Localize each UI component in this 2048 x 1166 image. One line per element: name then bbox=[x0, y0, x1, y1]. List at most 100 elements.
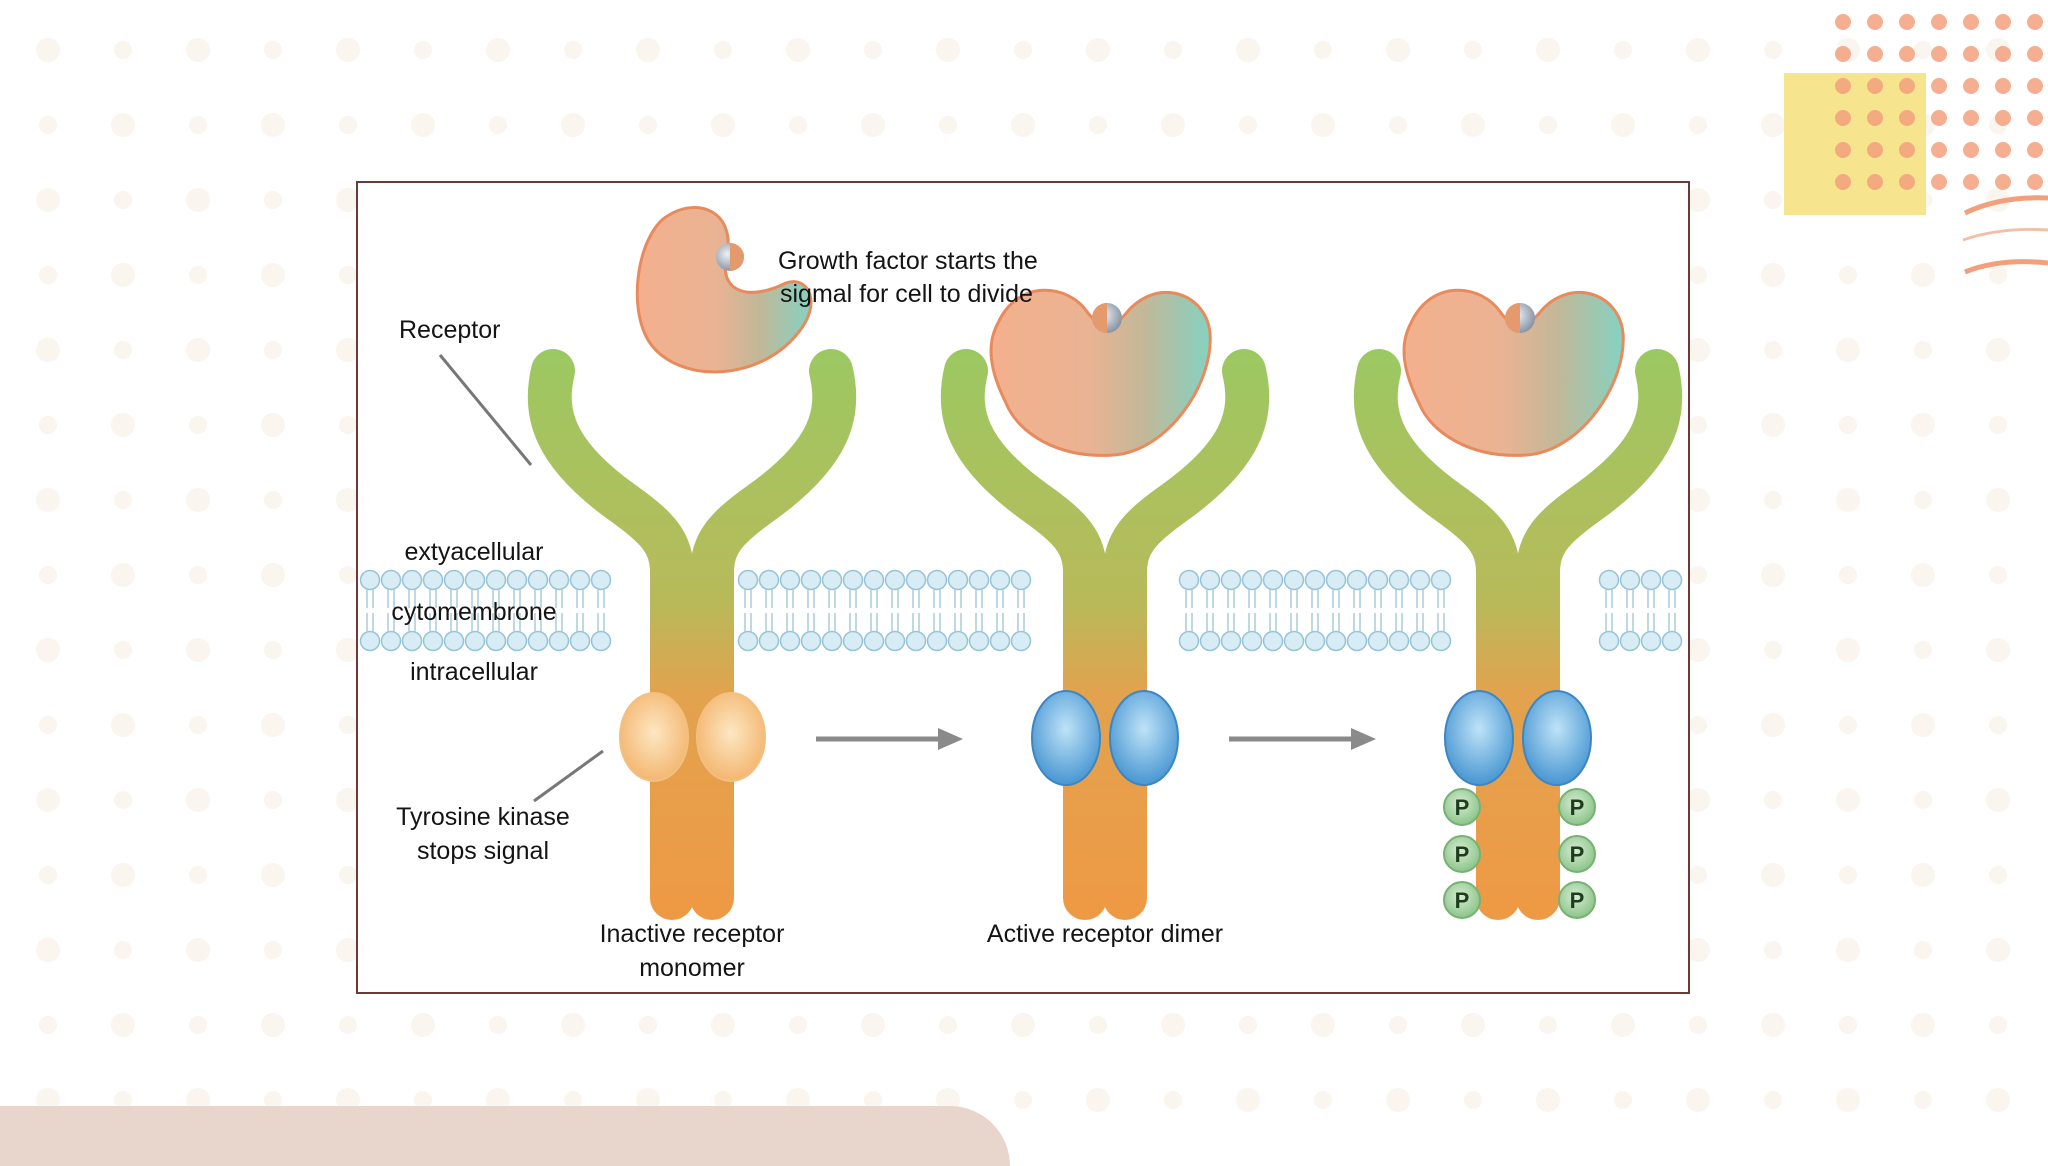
background-dot bbox=[1911, 413, 1935, 437]
background-dot bbox=[36, 788, 60, 812]
background-dot bbox=[339, 1016, 357, 1034]
phospholipid-head bbox=[527, 569, 549, 591]
bound-growth-factor-ligand bbox=[989, 288, 1212, 457]
orange-dot bbox=[1995, 78, 2011, 94]
tyrosine-kinase-domain bbox=[1444, 690, 1514, 786]
phosphate-group: P bbox=[1443, 788, 1481, 826]
background-dot bbox=[186, 188, 210, 212]
growth-factor-label-line1: Growth factor starts the bbox=[778, 247, 1038, 275]
orange-dot bbox=[1835, 14, 1851, 30]
orange-dot bbox=[1931, 110, 1947, 126]
phospholipid-head bbox=[779, 569, 801, 591]
background-dot bbox=[1989, 566, 2007, 584]
background-dot bbox=[1239, 1016, 1257, 1034]
phospholipid-head bbox=[1283, 569, 1305, 591]
phospholipid-head bbox=[1640, 569, 1662, 591]
background-dot bbox=[1689, 266, 1707, 284]
background-dot bbox=[336, 338, 360, 362]
phospholipid-head bbox=[842, 630, 864, 652]
background-dot bbox=[114, 341, 132, 359]
phospholipid-head bbox=[800, 630, 822, 652]
background-dot bbox=[39, 566, 57, 584]
background-dot bbox=[1836, 938, 1860, 962]
orange-dot bbox=[1867, 78, 1883, 94]
phospholipid-head bbox=[443, 569, 465, 591]
phosphorylated-dimer-group: P P P P P P bbox=[1353, 288, 1683, 920]
background-dot bbox=[1839, 416, 1857, 434]
phospholipid-head bbox=[1241, 569, 1263, 591]
background-dot bbox=[1989, 266, 2007, 284]
phospholipid-head bbox=[359, 569, 381, 591]
phospholipid-head bbox=[842, 569, 864, 591]
background-dot bbox=[561, 113, 585, 137]
background-dot bbox=[1686, 1088, 1710, 1112]
phospholipid-head bbox=[1010, 630, 1032, 652]
background-dot bbox=[261, 1013, 285, 1037]
background-dot bbox=[1761, 413, 1785, 437]
background-dot bbox=[1836, 638, 1860, 662]
phospholipid-head bbox=[968, 630, 990, 652]
background-dot bbox=[1086, 38, 1110, 62]
growth-factor-ball-highlight bbox=[730, 243, 744, 271]
background-dot bbox=[111, 863, 135, 887]
background-dot bbox=[1761, 563, 1785, 587]
background-dot bbox=[336, 638, 360, 662]
phospholipid-head bbox=[737, 569, 759, 591]
background-dot bbox=[1536, 1088, 1560, 1112]
background-dot bbox=[1839, 266, 1857, 284]
background-dot bbox=[714, 1091, 732, 1109]
orange-dot bbox=[1899, 46, 1915, 62]
phospholipid-head bbox=[422, 569, 444, 591]
orange-dot bbox=[1995, 142, 2011, 158]
phospholipid-head bbox=[1388, 630, 1410, 652]
background-dot bbox=[1914, 341, 1932, 359]
diagram-frame: P P P P P P bbox=[356, 181, 1690, 994]
intracellular-label: intracellular bbox=[410, 658, 538, 686]
background-dot bbox=[261, 413, 285, 437]
active-dimer-group bbox=[940, 288, 1270, 920]
background-dot bbox=[186, 488, 210, 512]
phospholipid-head bbox=[1619, 630, 1641, 652]
background-dot bbox=[111, 413, 135, 437]
background-dot bbox=[39, 1016, 57, 1034]
inactive-receptor-group bbox=[527, 206, 857, 920]
background-dot bbox=[1986, 788, 2010, 812]
background-dot bbox=[264, 341, 282, 359]
transition-arrow bbox=[816, 728, 963, 750]
growth-factor-ball-highlight bbox=[1092, 303, 1107, 333]
orange-dot bbox=[1995, 14, 2011, 30]
background-dot bbox=[264, 941, 282, 959]
orange-dot bbox=[1899, 174, 1915, 190]
background-dot bbox=[1761, 113, 1785, 137]
phospholipid-head bbox=[905, 569, 927, 591]
extracellular-label: extyacellular bbox=[405, 538, 544, 566]
background-dot bbox=[1761, 863, 1785, 887]
background-dot bbox=[186, 638, 210, 662]
orange-dot bbox=[1867, 174, 1883, 190]
orange-dot bbox=[1867, 142, 1883, 158]
background-dot bbox=[564, 1091, 582, 1109]
phospholipid-head bbox=[1220, 630, 1242, 652]
orange-dot bbox=[1867, 110, 1883, 126]
phospholipid-head bbox=[1178, 569, 1200, 591]
background-dot bbox=[1689, 866, 1707, 884]
phospholipid-head bbox=[1598, 569, 1620, 591]
orange-dot bbox=[2027, 14, 2043, 30]
phospholipid-head bbox=[884, 630, 906, 652]
background-dot bbox=[39, 716, 57, 734]
phospholipid-head bbox=[1283, 630, 1305, 652]
background-dot bbox=[1836, 1088, 1860, 1112]
phospholipid-head bbox=[1598, 630, 1620, 652]
background-dot bbox=[36, 38, 60, 62]
background-dot bbox=[114, 941, 132, 959]
background-dot bbox=[261, 713, 285, 737]
receptor-arm-left bbox=[527, 349, 694, 920]
phospholipid-head bbox=[359, 630, 381, 652]
phospholipid-head bbox=[506, 630, 528, 652]
phospholipid-head bbox=[569, 630, 591, 652]
phospholipid-head bbox=[506, 569, 528, 591]
bound-growth-factor-ligand bbox=[1402, 288, 1625, 457]
background-dot bbox=[1986, 938, 2010, 962]
background-dot bbox=[1689, 416, 1707, 434]
